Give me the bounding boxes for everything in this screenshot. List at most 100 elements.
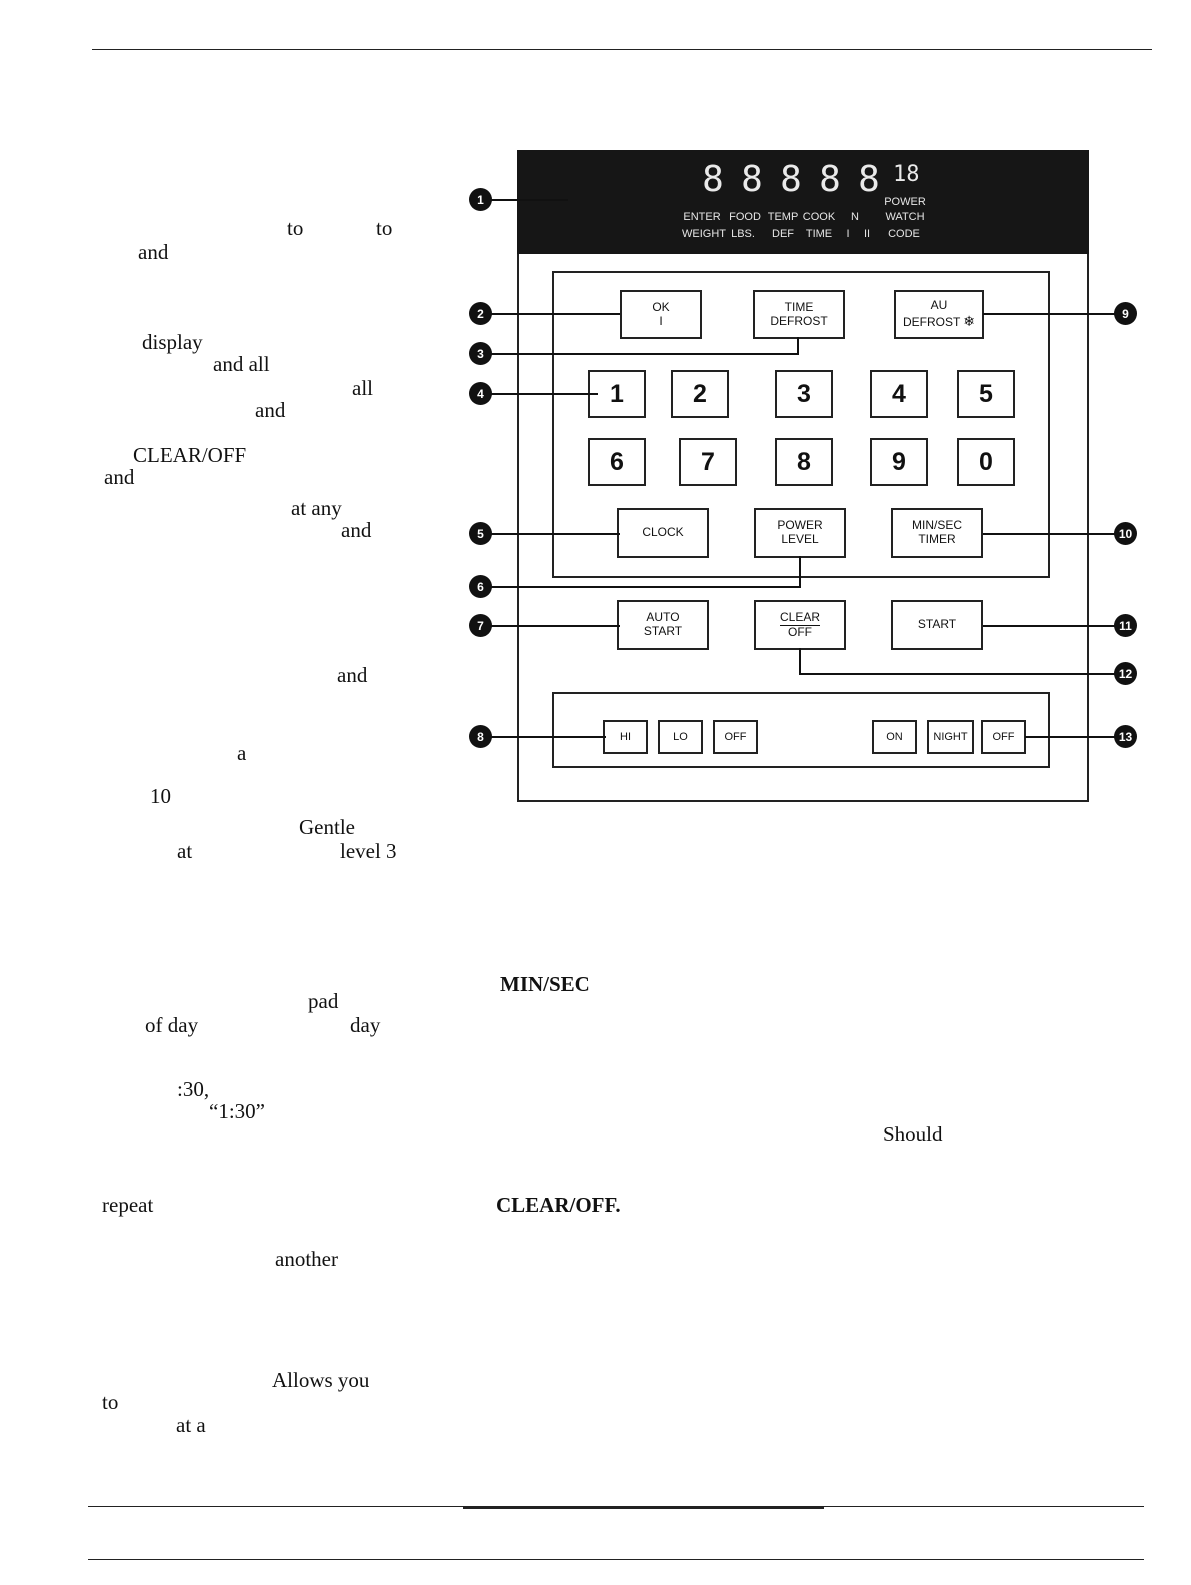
clear-off-sublabel: OFF (787, 624, 812, 639)
display-label-i: I (846, 228, 850, 240)
leader-line (799, 673, 1115, 675)
callout-12: 12 (1114, 662, 1137, 685)
auto-defrost-button[interactable]: AU DEFROST❄ (894, 290, 984, 339)
callout-7: 7 (469, 614, 492, 637)
display-digit: 8 (702, 164, 724, 196)
start-button[interactable]: START (891, 600, 983, 650)
right-text-fragment: CLEAR/OFF. (496, 1193, 621, 1217)
top-rule (92, 49, 1152, 50)
display-label-time: TIME (805, 228, 833, 240)
panel-outline (1087, 254, 1089, 802)
display-label-food: FOOD (729, 211, 761, 223)
right-text-fragment: MIN/SEC (500, 972, 590, 996)
left-text-fragment: a (237, 741, 247, 765)
callout-4: 4 (469, 382, 492, 405)
vent-frame (552, 692, 1048, 694)
leader-line (799, 648, 801, 675)
left-text-fragment: “1:30” (209, 1099, 265, 1123)
number-key-3[interactable]: 3 (775, 370, 833, 418)
light-night-button[interactable]: NIGHT (927, 720, 974, 754)
left-text-fragment: repeat (102, 1193, 154, 1217)
callout-9: 9 (1114, 302, 1137, 325)
display-digit: 8 (741, 164, 763, 196)
number-key-6[interactable]: 6 (588, 438, 646, 486)
vent-hi-button[interactable]: HI (603, 720, 648, 754)
number-key-2[interactable]: 2 (671, 370, 729, 418)
snowflake-icon: ❄ (963, 313, 976, 329)
keypad-frame (552, 271, 554, 577)
left-text-fragment: CLEAR/OFF (133, 443, 247, 467)
leader-line (1025, 736, 1115, 738)
leader-line (490, 199, 568, 201)
vent-lo-button[interactable]: LO (658, 720, 703, 754)
number-key-8[interactable]: 8 (775, 438, 833, 486)
display-label-weight: WEIGHT (682, 228, 726, 240)
time-defrost-label: TIME (784, 299, 814, 314)
left-text-fragment: Gentle (299, 815, 355, 839)
keypad-frame (1048, 271, 1050, 577)
number-key-7[interactable]: 7 (679, 438, 737, 486)
left-text-fragment: pad (308, 989, 339, 1013)
callout-8: 8 (469, 725, 492, 748)
callout-6: 6 (469, 575, 492, 598)
display-digit: 8 (819, 164, 841, 196)
display-label-code: CODE (888, 228, 920, 240)
panel-outline (517, 800, 1089, 802)
left-text-fragment: another (275, 1247, 338, 1271)
leader-line (490, 313, 620, 315)
keypad-frame (552, 576, 1050, 578)
vent-off-button[interactable]: OFF (713, 720, 758, 754)
vent-frame (552, 766, 1050, 768)
light-on-button[interactable]: ON (872, 720, 917, 754)
display-label-enter: ENTER (683, 211, 721, 223)
leader-line (983, 625, 1115, 627)
leader-line (490, 736, 606, 738)
callout-5: 5 (469, 522, 492, 545)
leader-line (490, 586, 800, 588)
number-key-0[interactable]: 0 (957, 438, 1015, 486)
display-digit: 8 (858, 164, 880, 196)
left-text-fragment: and (255, 398, 286, 422)
min-sec-timer-label: MIN/SEC (911, 518, 962, 533)
leader-line (490, 393, 598, 395)
display-label-def: DEF (772, 228, 794, 240)
auto-defrost-sublabel: DEFROST (902, 315, 961, 329)
display-label-power: POWER (884, 196, 926, 208)
leader-line (490, 353, 798, 355)
left-text-fragment: at (177, 839, 193, 863)
display-small-digits: 18 (893, 162, 920, 187)
leader-line (799, 556, 801, 588)
ok-sublabel: I (659, 313, 663, 328)
power-level-label: POWER (777, 518, 823, 533)
number-key-9[interactable]: 9 (870, 438, 928, 486)
display-label-n: N (851, 211, 859, 223)
leader-line (797, 337, 799, 355)
clock-button[interactable]: CLOCK (617, 508, 709, 558)
number-key-5[interactable]: 5 (957, 370, 1015, 418)
leader-line (490, 625, 620, 627)
digital-display: 8 8 8 8 8 18 ENTER FOOD TEMP COOK N POWE… (517, 150, 1089, 254)
keypad-frame (552, 271, 1048, 273)
left-text-fragment: at a (176, 1413, 206, 1437)
display-label-cook: COOK (802, 211, 836, 223)
min-sec-timer-sublabel: TIMER (918, 532, 956, 546)
left-text-fragment: Allows you (272, 1368, 370, 1392)
number-key-4[interactable]: 4 (870, 370, 928, 418)
left-text-fragment: level 3 (340, 839, 397, 863)
light-off-button[interactable]: OFF (981, 720, 1026, 754)
callout-3: 3 (469, 342, 492, 365)
left-text-fragment: and (337, 663, 368, 687)
callout-2: 2 (469, 302, 492, 325)
leader-line (490, 533, 620, 535)
display-label-temp: TEMP (767, 211, 799, 223)
display-digit: 8 (780, 164, 802, 196)
auto-defrost-label: AU (930, 298, 948, 313)
ok-label: OK (652, 299, 670, 314)
display-label-watch: WATCH (885, 211, 925, 223)
